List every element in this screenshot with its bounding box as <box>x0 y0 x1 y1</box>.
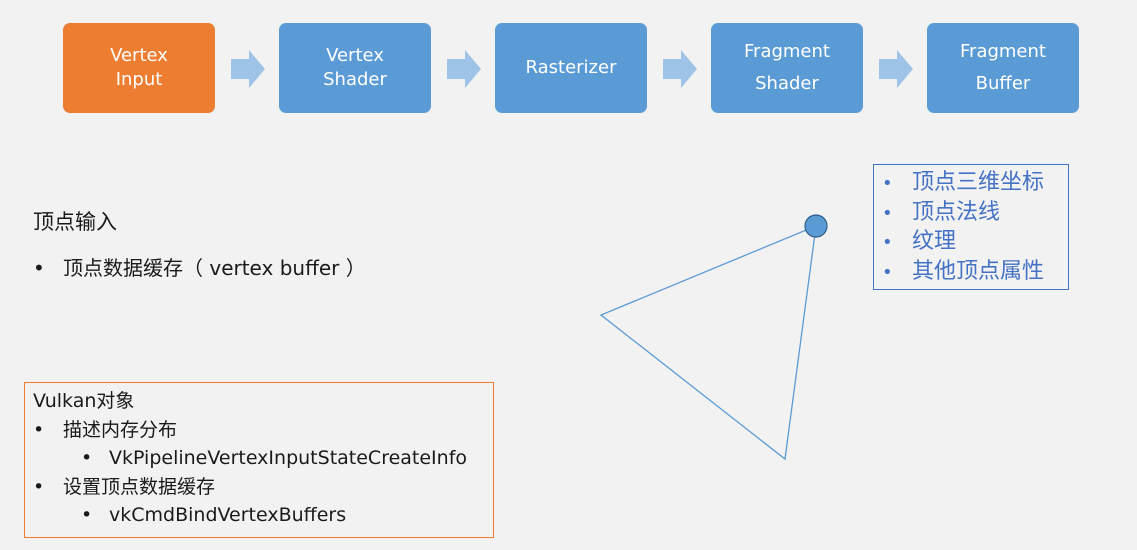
vulkan-subitem-label: VkPipelineVertexInputStateCreateInfo <box>109 447 468 470</box>
bullet-icon: • <box>33 418 45 441</box>
attribute-label: 其他顶点属性 <box>912 258 1045 284</box>
vulkan-item: • 描述内存分布 <box>33 416 493 445</box>
bullet-icon: • <box>882 261 893 283</box>
vulkan-objects-box: Vulkan对象 • 描述内存分布 • VkPipelineVertexInputS… <box>24 382 494 538</box>
attribute-item: • 顶点三维坐标 <box>882 169 1068 199</box>
vulkan-item-label: 设置顶点数据缓存 <box>63 475 216 498</box>
stage-label-line1: Fragment <box>744 41 830 62</box>
stage-label-line2: Input <box>115 69 163 90</box>
bullet-icon: • <box>882 173 893 194</box>
stage-label-line1: Rasterizer <box>525 57 617 78</box>
attribute-item: • 其他顶点属性 <box>882 258 1068 288</box>
bullet-icon: • <box>81 504 93 527</box>
vulkan-subitem: • vkCmdBindVertexBuffers <box>33 501 493 530</box>
bullet-icon: • <box>81 447 93 470</box>
stage-label-line1: Vertex <box>326 45 384 66</box>
right-arrow-icon <box>879 50 913 88</box>
attribute-item: • 纹理 <box>882 228 1068 258</box>
stage-label-line1: Vertex <box>110 45 168 66</box>
stage-label-line2: Shader <box>323 69 387 90</box>
stage-label-line2: Buffer <box>975 73 1031 94</box>
bullet-text: 顶点数据缓存（ vertex buffer ） <box>63 256 366 280</box>
stage-label-line2: Shader <box>755 73 819 94</box>
section-bullet: • 顶点数据缓存（ vertex buffer ） <box>33 252 366 281</box>
right-arrow-icon <box>447 50 481 88</box>
bullet-icon: • <box>882 202 893 224</box>
vulkan-subitem: • VkPipelineVertexInputStateCreateInfo <box>33 444 493 473</box>
vulkan-item: • 设置顶点数据缓存 <box>33 473 493 502</box>
vulkan-title: Vulkan对象 <box>33 390 135 412</box>
attribute-label: 顶点三维坐标 <box>912 170 1045 195</box>
right-arrow-icon <box>663 50 697 88</box>
bullet-icon: • <box>882 232 893 253</box>
vertex-point <box>804 214 828 238</box>
bullet-icon: • <box>33 256 45 280</box>
vertex-attributes-box: • 顶点三维坐标 • 顶点法线 • 纹理 • 其他顶点属性 <box>873 164 1069 290</box>
stage-rasterizer: Rasterizer <box>495 23 647 113</box>
bullet-icon: • <box>33 475 45 498</box>
attribute-label: 纹理 <box>912 229 957 254</box>
vulkan-item-label: 描述内存分布 <box>63 418 178 441</box>
vulkan-subitem-label: vkCmdBindVertexBuffers <box>109 504 347 527</box>
right-arrow-icon <box>231 50 265 88</box>
attribute-item: • 顶点法线 <box>882 199 1068 229</box>
triangle-outline <box>599 224 817 461</box>
section-title: 顶点输入 <box>33 210 117 234</box>
attribute-label: 顶点法线 <box>912 199 1001 225</box>
stage-label-line1: Fragment <box>960 41 1046 62</box>
